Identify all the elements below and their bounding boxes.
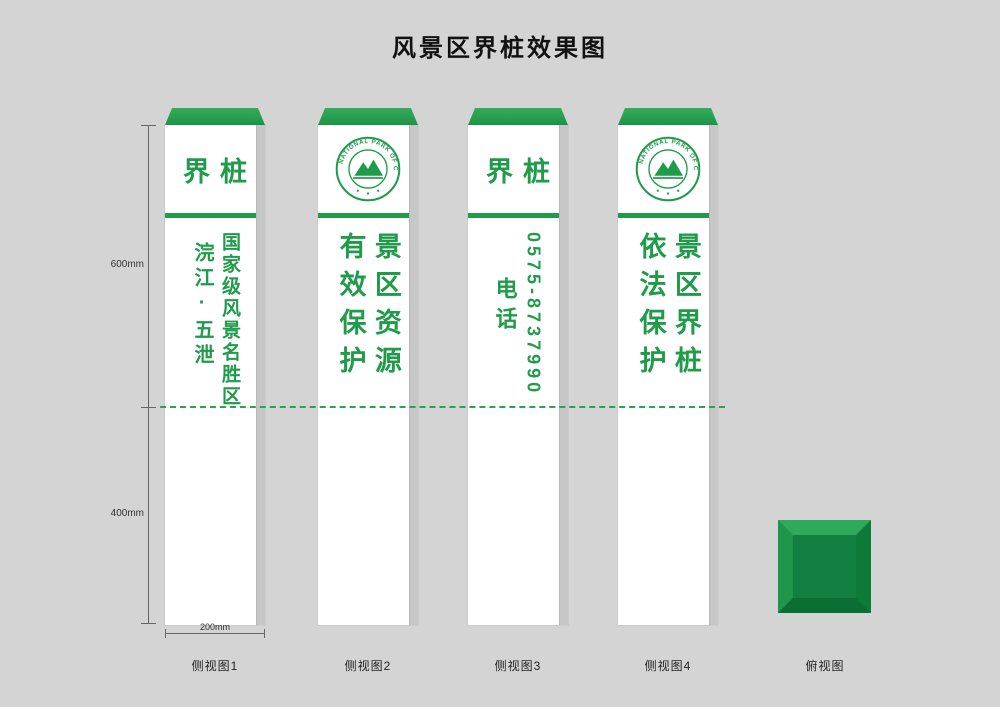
dimension-tick-middle — [141, 407, 156, 408]
post-side-face — [559, 125, 568, 625]
dimension-tick-bottom — [141, 623, 156, 624]
post-body: 国家级风景名胜区 浣江·五泄 — [165, 218, 265, 625]
post-face: NATIONAL PARK OF CHINA 景区界桩 依法保护 — [618, 125, 718, 625]
post-cap — [618, 108, 718, 125]
post-header: NATIONAL PARK OF CHINA — [318, 125, 418, 213]
width-dimension-line — [165, 629, 265, 638]
national-park-emblem-icon: NATIONAL PARK OF CHINA — [634, 135, 701, 202]
body-text-column: 有效保护 — [335, 232, 366, 384]
body-text-column: 景区界桩 — [670, 232, 701, 384]
caption-side-view-3: 侧视图3 — [494, 659, 542, 673]
top-view-square — [778, 520, 871, 613]
post-title-text: 界桩 — [183, 156, 257, 187]
dimension-label-width: 200mm — [199, 622, 230, 632]
post-body: 0575-8737990 电话 — [468, 218, 568, 625]
post-body: 景区资源 有效保护 — [318, 218, 418, 625]
header-divider — [165, 213, 265, 218]
body-text-column: 电话 — [492, 277, 518, 337]
caption-top-view: 俯视图 — [805, 659, 845, 673]
dimension-tick-top — [141, 125, 156, 126]
phone-number-column: 0575-8737990 — [523, 232, 544, 397]
post-body: 景区界桩 依法保护 — [618, 218, 718, 625]
header-divider — [468, 213, 568, 218]
svg-text:NATIONAL PARK OF CHINA: NATIONAL PARK OF CHINA — [634, 135, 699, 171]
post-side-face — [409, 125, 418, 625]
dimension-label-upper: 600mm — [110, 259, 144, 270]
post-face: 界桩 0575-8737990 电话 — [468, 125, 568, 625]
body-text-column: 依法保护 — [635, 232, 666, 384]
body-text-column: 景区资源 — [370, 232, 401, 384]
svg-text:NATIONAL PARK OF CHINA: NATIONAL PARK OF CHINA — [334, 135, 399, 171]
boundary-post-1: 界桩 国家级风景名胜区 浣江·五泄 — [165, 108, 265, 625]
post-side-face — [709, 125, 718, 625]
mountain-glyph — [654, 159, 683, 176]
boundary-post-2: NATIONAL PARK OF CHINA 景区资源 有效保护 — [318, 108, 418, 625]
ground-level-dashed-line — [160, 406, 725, 408]
boundary-post-3: 界桩 0575-8737990 电话 — [468, 108, 568, 625]
post-face: 界桩 国家级风景名胜区 浣江·五泄 — [165, 125, 265, 625]
national-park-emblem-icon: NATIONAL PARK OF CHINA — [334, 135, 401, 202]
post-header: 界桩 — [468, 125, 568, 213]
post-header: NATIONAL PARK OF CHINA — [618, 125, 718, 213]
body-text-column: 浣江·五泄 — [191, 242, 214, 369]
post-cap — [318, 108, 418, 125]
post-side-face — [256, 125, 265, 625]
post-cap — [165, 108, 265, 125]
caption-side-view-4: 侧视图4 — [644, 659, 692, 673]
caption-side-view-2: 侧视图2 — [344, 659, 392, 673]
mountain-glyph — [354, 159, 383, 176]
header-divider — [318, 213, 418, 218]
dimension-label-lower: 400mm — [110, 508, 144, 519]
body-text-column: 国家级风景名胜区 — [218, 232, 240, 408]
header-divider — [618, 213, 718, 218]
boundary-post-4: NATIONAL PARK OF CHINA 景区界桩 依法保护 — [618, 108, 718, 625]
page-title: 风景区界桩效果图 — [392, 36, 608, 62]
caption-side-view-1: 侧视图1 — [191, 659, 239, 673]
post-title-text: 界桩 — [486, 156, 560, 187]
post-header: 界桩 — [165, 125, 265, 213]
post-cap — [468, 108, 568, 125]
post-face: NATIONAL PARK OF CHINA 景区资源 有效保护 — [318, 125, 418, 625]
height-dimension-line — [148, 125, 149, 623]
